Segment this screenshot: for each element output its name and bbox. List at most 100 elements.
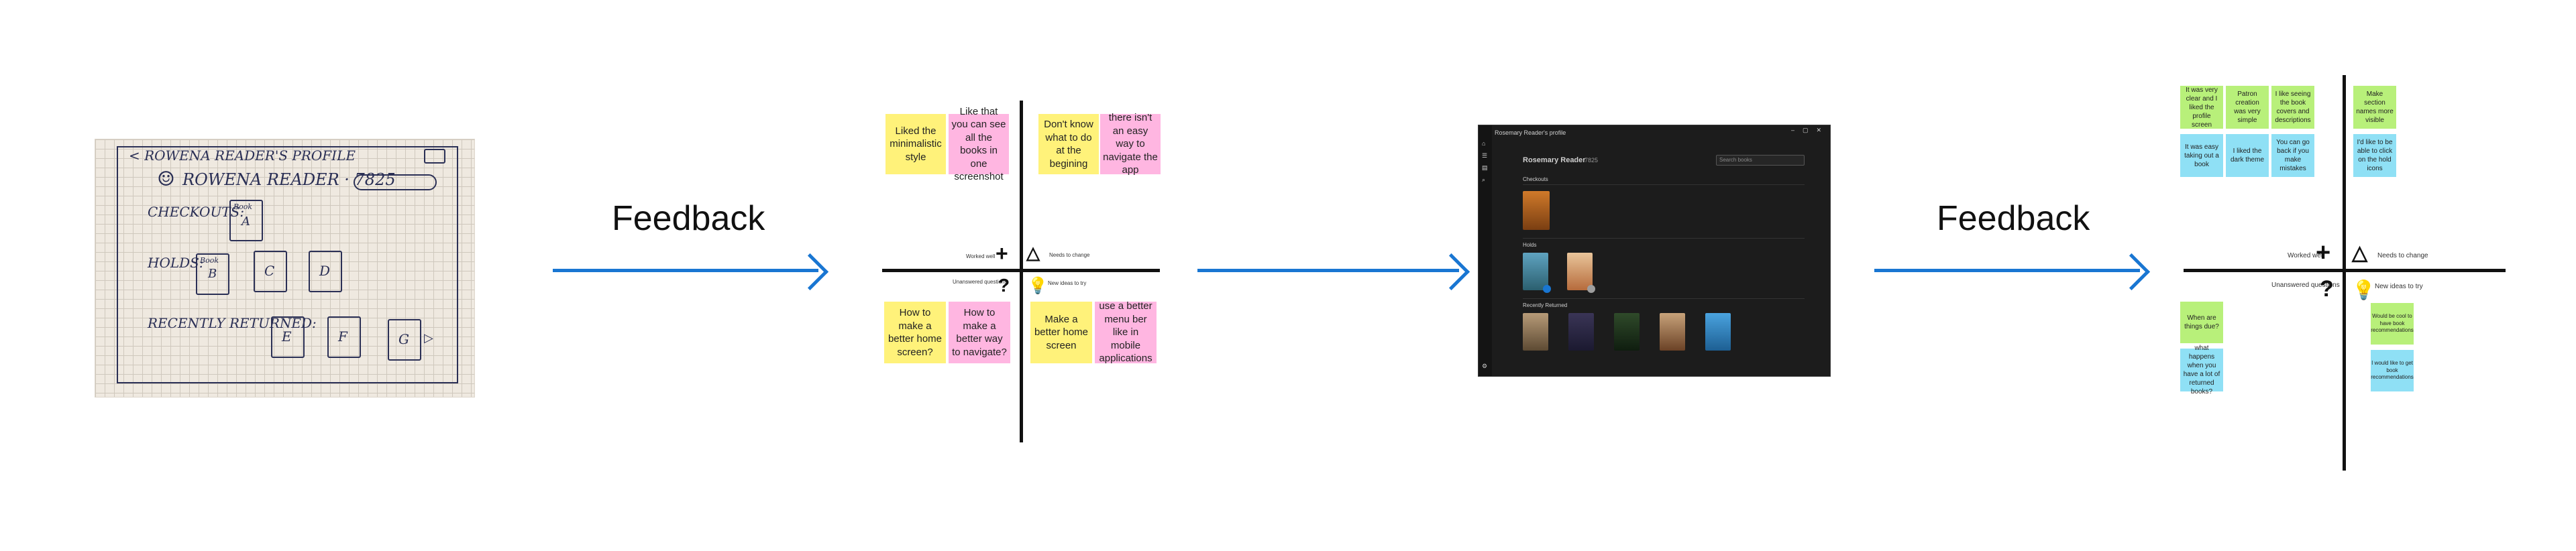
sketch-book-a: Book A: [229, 200, 263, 241]
book-cover[interactable]: [1523, 191, 1550, 230]
sketch-book-letter: D: [319, 263, 331, 279]
user-name: Rosemary Reader: [1523, 156, 1586, 164]
grid2-note-worked-4: It was easy taking out a book: [2180, 134, 2223, 177]
book-cover[interactable]: [1660, 313, 1685, 351]
lightbulb-icon: 💡: [2352, 280, 2375, 300]
sketch-menu-box: [424, 149, 445, 164]
arrow-head-icon: [1432, 253, 1470, 291]
question-icon: ?: [998, 275, 1010, 296]
grid2-note-worked-2: Patron creation was very simple: [2226, 86, 2269, 129]
window-title: Rosemary Reader's profile: [1495, 129, 1566, 136]
sketch-book-word: Book: [233, 202, 252, 211]
grid2-label-worked-well: Worked well: [2288, 252, 2324, 259]
sketch-book-f: F: [327, 316, 361, 358]
settings-icon[interactable]: ⚙: [1482, 363, 1488, 369]
sketch-book-letter: B: [208, 267, 217, 281]
grid1-note-change-1: Don't know what to do at the begining: [1038, 114, 1099, 174]
divider: [1523, 298, 1805, 299]
grid2-note-question-2: what happens when you have a lot of retu…: [2180, 345, 2223, 395]
arrow-line: [1874, 269, 2140, 272]
paper-sketch: < ROWENA READER'S PROFILE ☺ ROWENA READE…: [95, 139, 474, 397]
hold-icon[interactable]: [1587, 285, 1595, 293]
grid1-label-unanswered: Unanswered questions: [953, 279, 1008, 285]
sketch-checkouts-label: CHECKOUTS:: [148, 204, 245, 220]
search-icon[interactable]: ⌕: [1482, 176, 1486, 183]
grid1-note-idea-2: use a better menu ber like in mobile app…: [1095, 300, 1157, 364]
book-cover[interactable]: [1568, 313, 1594, 351]
divider: [1523, 184, 1805, 185]
grid1-horizontal-axis: [882, 269, 1160, 272]
grid2-note-worked-6: You can go back if you make mistakes: [2271, 134, 2314, 177]
sketch-book-d: D: [309, 251, 342, 292]
sketch-next-icon: ▷: [424, 331, 433, 345]
grid1-note-change-2: there isn't an easy way to navigate the …: [1100, 112, 1161, 176]
book-cover[interactable]: [1614, 313, 1640, 351]
feedback-label: Feedback: [612, 199, 765, 238]
book-icon[interactable]: ▤: [1482, 164, 1488, 171]
grid1-note-question-1: How to make a better home screen?: [884, 302, 946, 363]
grid2-label-unanswered: Unanswered questions: [2271, 282, 2340, 289]
grid2-note-idea-2: I would like to get book recommendations: [2371, 350, 2414, 391]
grid2-note-idea-1: Would be cool to have book recommendatio…: [2371, 303, 2414, 345]
window-controls[interactable]: –▢✕: [1791, 127, 1830, 133]
grid1-note-question-2: How to make a better way to navigate?: [949, 302, 1010, 363]
grid2-horizontal-axis: [2184, 269, 2506, 272]
sketch-book-letter: G: [398, 331, 409, 347]
user-id: 7825: [1585, 157, 1599, 164]
lightbulb-icon: 💡: [1028, 277, 1048, 295]
grid2-note-worked-3: I like seeing the book covers and descri…: [2271, 86, 2314, 129]
sketch-title: < ROWENA READER'S PROFILE: [129, 147, 356, 164]
grid2-note-change-2: I'd like to be able to click on the hold…: [2353, 134, 2396, 177]
app-sidebar: ⌂ ☰ ▤ ⌕ ⚙: [1479, 125, 1492, 376]
people-icon[interactable]: ☰: [1482, 152, 1488, 159]
book-cover[interactable]: [1705, 313, 1731, 351]
hold-icon[interactable]: [1543, 285, 1551, 293]
app-window: ⌂ ☰ ▤ ⌕ ⚙ Rosemary Reader's profile –▢✕ …: [1478, 125, 1831, 377]
delta-icon: △: [1026, 243, 1040, 263]
sketch-book-letter: F: [338, 328, 347, 345]
grid2-note-question-1: When are things due?: [2180, 302, 2223, 343]
delta-icon: △: [2352, 242, 2368, 264]
plus-icon: +: [996, 241, 1008, 265]
arrow-line: [553, 269, 818, 272]
grid1-note-worked-2: Like that you can see all the books in o…: [949, 106, 1009, 182]
sketch-avatar-icon: ☺: [157, 168, 175, 191]
grid2-note-worked-5: I liked the dark theme: [2226, 134, 2269, 177]
book-cover[interactable]: [1523, 253, 1548, 290]
sketch-returned-label: RECENTLY RETURNED:: [148, 315, 317, 331]
feedback-label: Feedback: [1937, 199, 2090, 238]
grid1-note-worked-1: Liked the minimalistic style: [885, 114, 946, 174]
sketch-book-letter: A: [241, 215, 250, 229]
grid2-label-new-ideas: New ideas to try: [2375, 283, 2423, 290]
book-cover[interactable]: [1523, 313, 1548, 351]
grid2-label-needs-change: Needs to change: [2377, 252, 2428, 259]
sketch-holds-label: HOLDS:: [148, 255, 204, 271]
grid1-label-worked-well: Worked well: [966, 253, 996, 259]
sketch-book-b: Book B: [196, 253, 229, 295]
book-cover[interactable]: [1567, 253, 1593, 290]
grid1-label-new-ideas: New ideas to try: [1048, 280, 1087, 286]
plus-icon: +: [2316, 239, 2331, 267]
arrow-line: [1197, 269, 1459, 272]
sketch-book-letter: C: [264, 263, 275, 279]
grid1-note-idea-1: Make a better home screen: [1030, 302, 1092, 363]
sketch-book-g: G: [388, 319, 421, 361]
question-icon: ?: [2320, 276, 2334, 302]
section-holds: Holds: [1523, 242, 1537, 248]
divider: [1523, 238, 1805, 239]
sketch-book-letter: E: [282, 328, 292, 345]
sketch-book-c: C: [254, 251, 287, 292]
arrow-head-icon: [791, 253, 829, 291]
grid2-note-worked-1: It was very clear and I liked the profil…: [2180, 86, 2223, 129]
sketch-book-word: Book: [200, 256, 219, 265]
search-input[interactable]: Search books: [1716, 155, 1805, 166]
sketch-frame: [117, 146, 458, 383]
section-returned: Recently Returned: [1523, 302, 1568, 308]
grid1-label-needs-change: Needs to change: [1049, 252, 1090, 258]
sketch-search-box: [354, 174, 437, 190]
arrow-head-icon: [2112, 253, 2151, 291]
section-checkouts: Checkouts: [1523, 176, 1548, 182]
home-icon[interactable]: ⌂: [1482, 140, 1486, 147]
search-placeholder: Search books: [1719, 157, 1752, 163]
grid2-note-change-1: Make section names more visible: [2353, 86, 2396, 129]
